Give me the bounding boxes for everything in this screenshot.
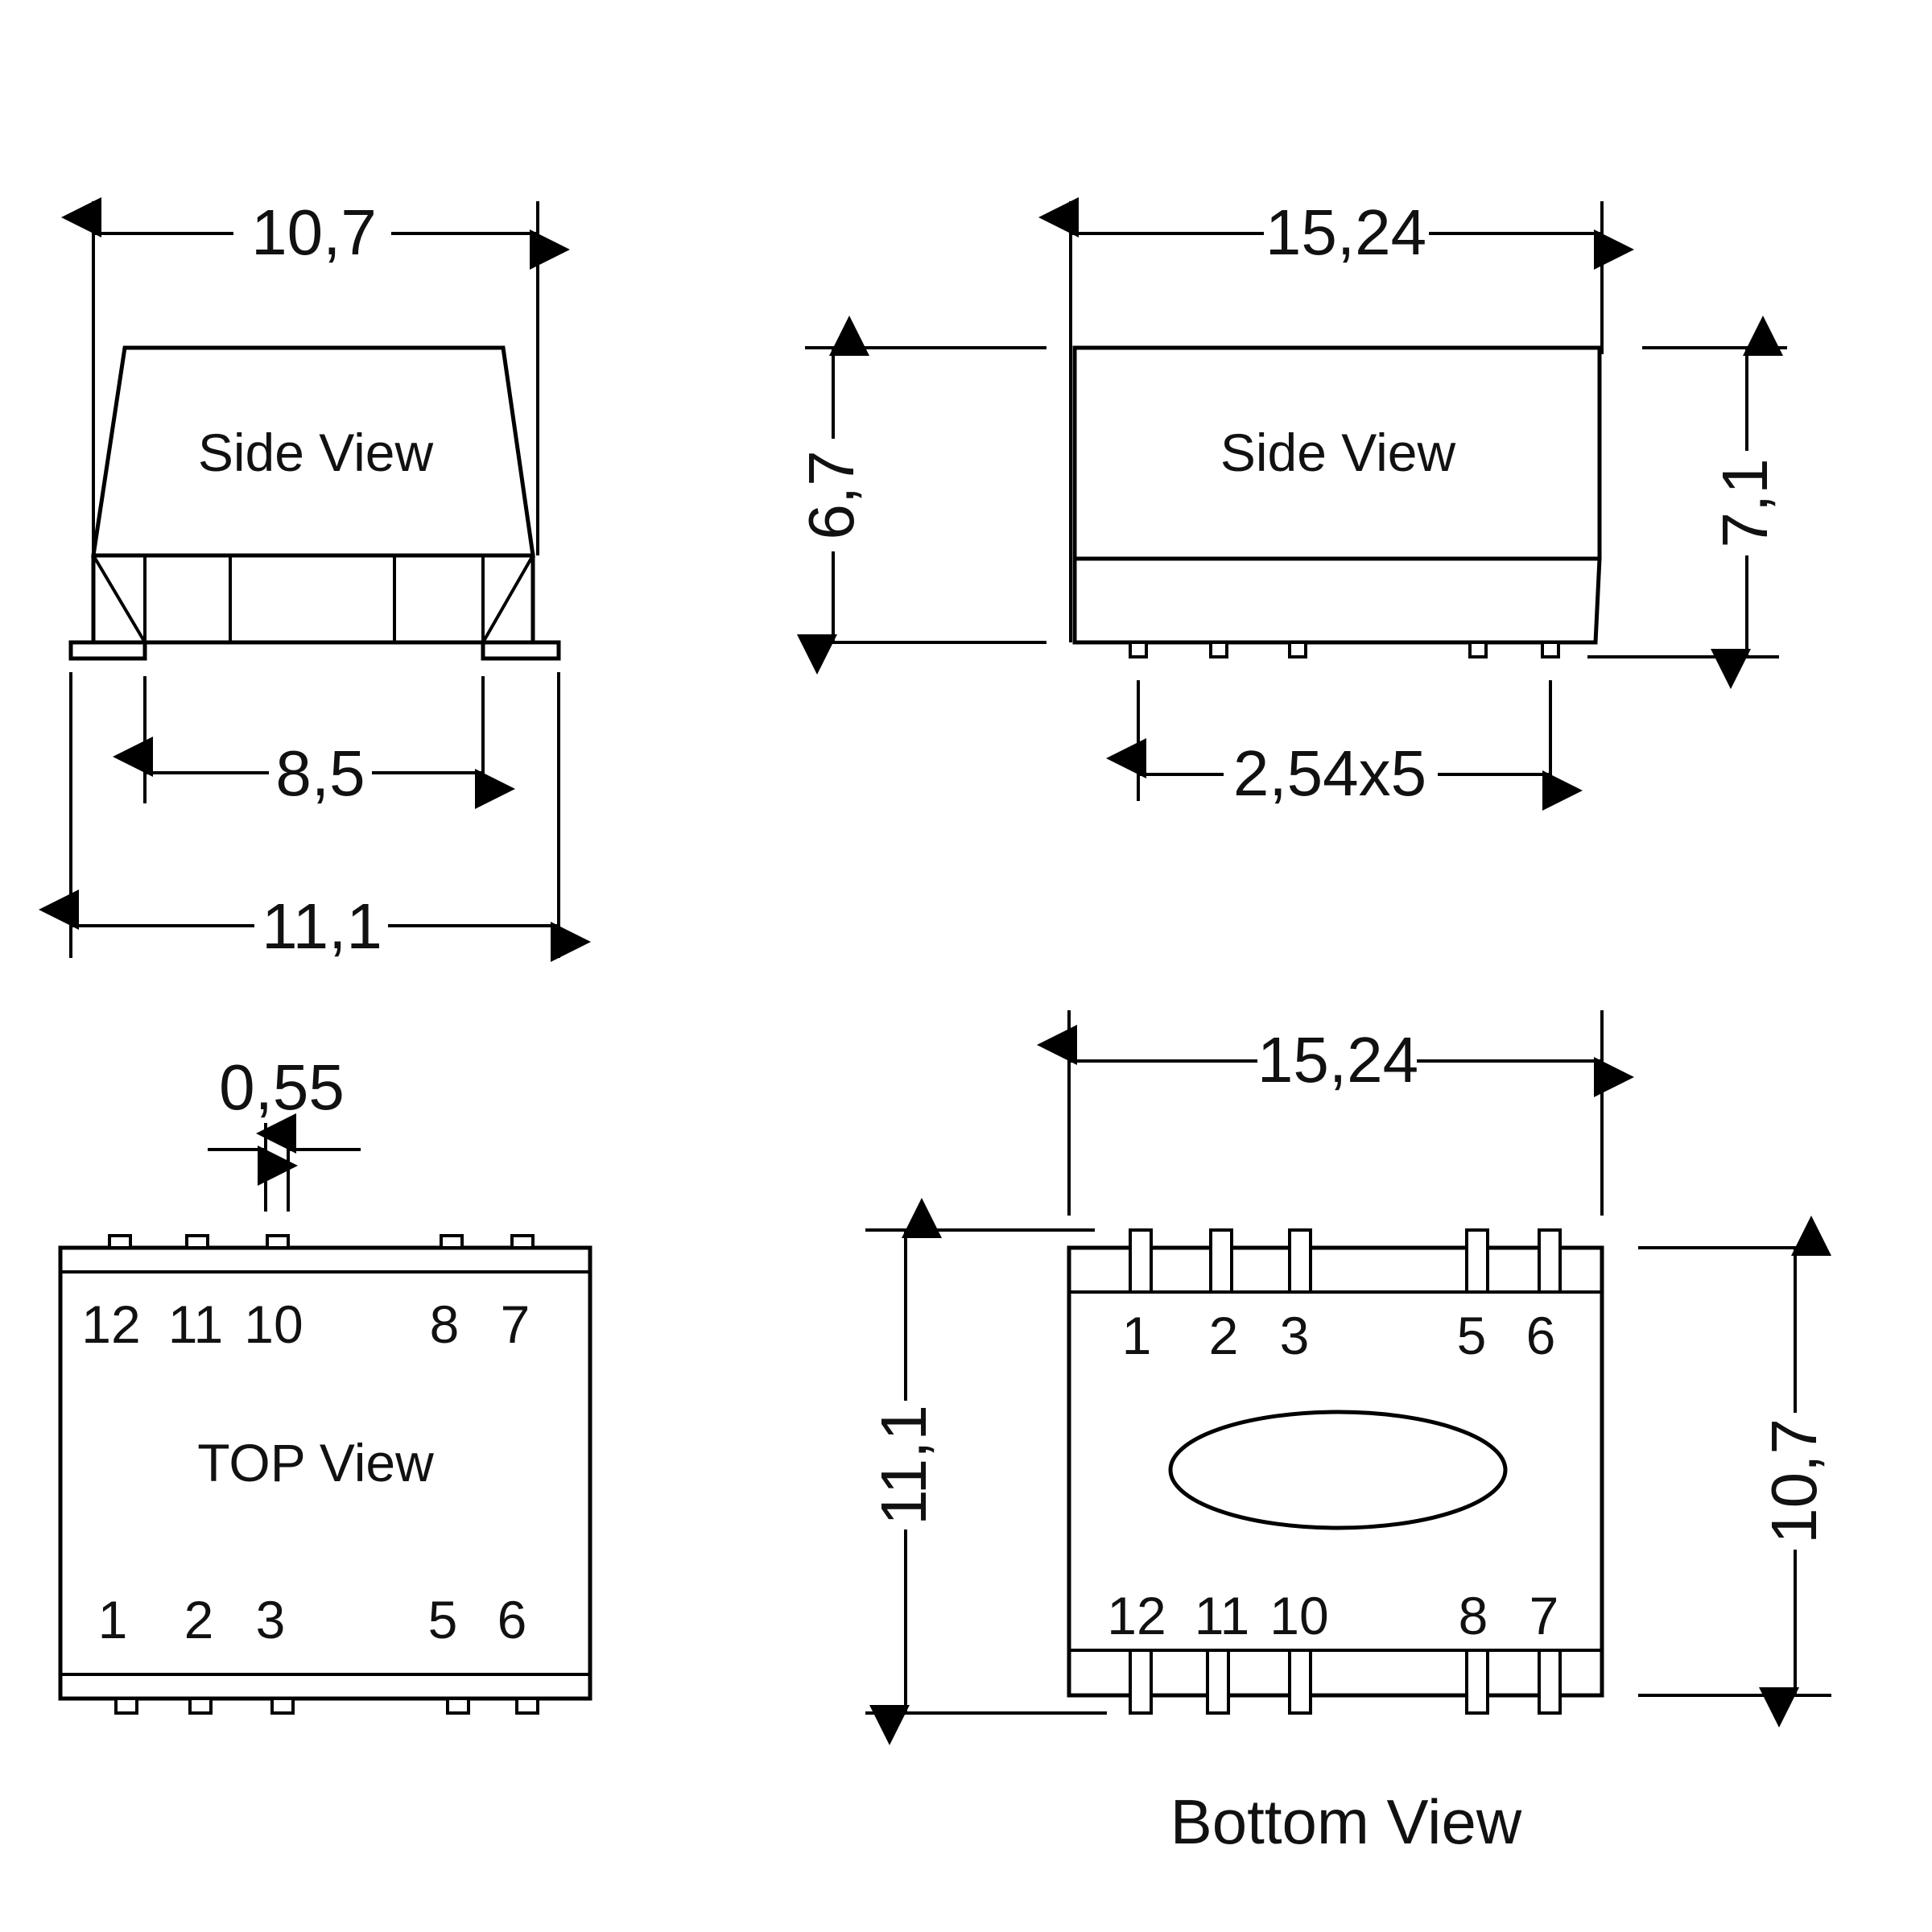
lead-foot: [481, 640, 561, 661]
dim-side-right-overall-height: 7,1: [1709, 458, 1781, 547]
pin-stub: [515, 1697, 539, 1715]
lead: [1538, 1228, 1562, 1294]
dim-top-pin-width: 0,55: [219, 1051, 345, 1123]
pin-stub: [1468, 641, 1488, 658]
pin-label: 8: [430, 1294, 460, 1354]
pin-stub: [185, 1234, 209, 1249]
pin-label: 10: [244, 1294, 303, 1354]
pin-stub: [108, 1234, 132, 1249]
bottom-body: [1067, 1245, 1604, 1698]
side-left-label: Side View: [198, 423, 434, 482]
side-view-left: Side View 10,7 8,5 11,1: [39, 196, 591, 962]
pin-label: 5: [1457, 1306, 1487, 1365]
dim-side-left-pitch: 8,5: [275, 737, 365, 809]
pin-label: 1: [1122, 1306, 1152, 1365]
pin-stub: [270, 1697, 295, 1715]
orientation-mark: [1168, 1410, 1508, 1530]
pin-stub: [1209, 641, 1228, 658]
side-left-base: [91, 553, 535, 645]
side-right-label: Side View: [1220, 423, 1456, 482]
gull-wing-lead: [92, 554, 147, 644]
pin-stub: [440, 1234, 464, 1249]
lead: [1288, 1228, 1312, 1294]
dim-bottom-body-width: 10,7: [1758, 1418, 1830, 1544]
pin-label: 2: [184, 1590, 214, 1649]
pin-stub: [114, 1697, 138, 1715]
side-view-right: Side View 15,24 6,7 7,1 2,54x5: [795, 196, 1787, 811]
dim-side-right-body-height: 6,7: [795, 450, 867, 539]
pin-stub: [446, 1697, 470, 1715]
pin-stub: [510, 1234, 535, 1249]
dim-bottom-overall-width: 11,1: [868, 1405, 939, 1525]
lead: [1129, 1228, 1153, 1294]
pin-stub: [1129, 641, 1148, 658]
lead: [1288, 1649, 1312, 1715]
lead: [1465, 1649, 1489, 1715]
pin-label: 6: [1526, 1306, 1556, 1365]
bottom-view: 1 2 3 5 6 12 11 10 8 7 15,24 11,1 10,7 B…: [865, 1010, 1831, 1857]
pin-label: 2: [1209, 1306, 1239, 1365]
pin-stub: [266, 1234, 290, 1249]
pin-stub: [1288, 641, 1307, 658]
pin-label: 7: [1530, 1586, 1559, 1645]
pin-label: 10: [1269, 1586, 1328, 1645]
dim-bottom-length: 15,24: [1257, 1024, 1418, 1096]
lead: [1209, 1228, 1233, 1294]
lead: [1206, 1649, 1230, 1715]
pin-label: 12: [1107, 1586, 1166, 1645]
lead: [1465, 1228, 1489, 1294]
lead-foot: [68, 640, 147, 661]
gull-wing-lead: [481, 555, 535, 643]
top-view-label: TOP View: [197, 1433, 434, 1492]
pin-label: 12: [81, 1294, 140, 1354]
top-body: [58, 1245, 592, 1701]
lead: [1129, 1649, 1153, 1715]
dim-side-left-top-width: 10,7: [251, 196, 377, 268]
pin-label: 3: [1280, 1306, 1310, 1365]
pin-label: 6: [497, 1590, 527, 1649]
pin-label: 11: [1195, 1586, 1250, 1645]
lead: [1538, 1649, 1562, 1715]
pin-label: 5: [428, 1590, 458, 1649]
pin-label: 11: [168, 1294, 224, 1354]
pin-label: 1: [98, 1590, 128, 1649]
top-view: 12 11 10 8 7 1 2 3 5 6 TOP View 0,55: [58, 1051, 592, 1715]
dim-side-left-overall-width: 11,1: [262, 890, 382, 962]
dim-side-right-length: 15,24: [1265, 196, 1426, 268]
pin-label: 8: [1459, 1586, 1488, 1645]
pin-label: 7: [501, 1294, 530, 1354]
bottom-view-label: Bottom View: [1170, 1786, 1522, 1857]
side-right-base: [1072, 556, 1602, 645]
pin-label: 3: [256, 1590, 286, 1649]
dim-side-right-pin-pitch: 2,54x5: [1233, 737, 1426, 809]
pin-stub: [1541, 641, 1560, 658]
pin-stub: [188, 1697, 213, 1715]
